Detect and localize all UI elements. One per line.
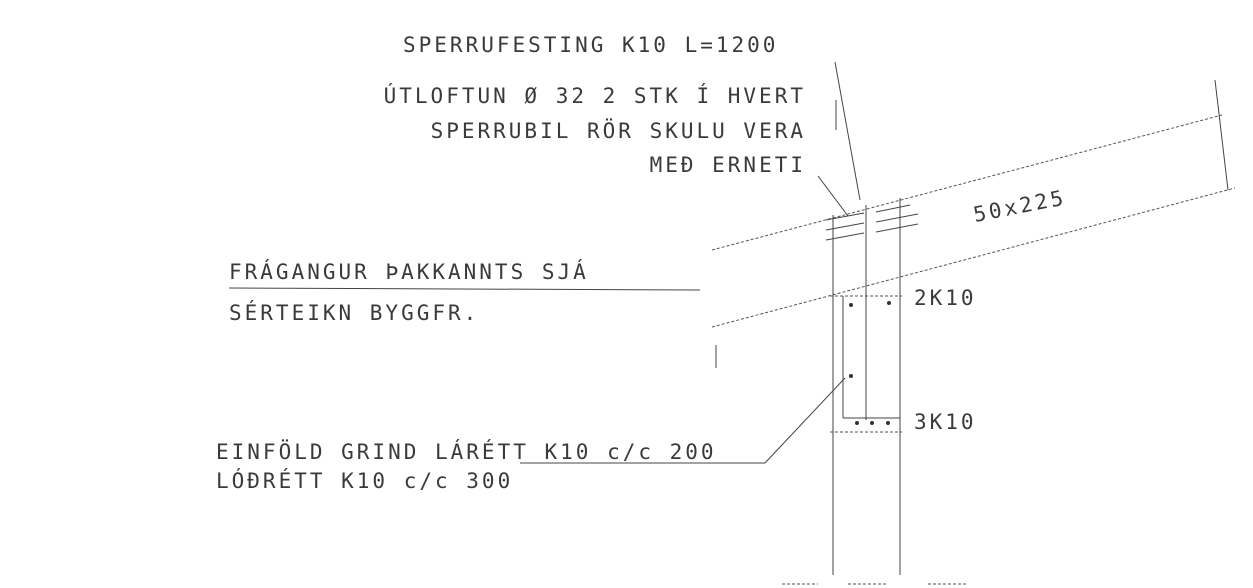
rafter-end-cut [1214,79,1229,191]
frame-label-line2: LÓÐRÉTT K10 c/c 300 [216,468,513,493]
nail-dot [849,303,853,307]
nail-dot [855,421,859,425]
rafter-fixing-label: SPERRUFESTING K10 L=1200 [403,33,778,57]
rafter-bottom-edge [711,187,1236,328]
finish-label-line1: FRÁGANGUR ÞAKKANNTS SJÁ [229,259,589,284]
hatch-4 [875,204,911,213]
hatch-5 [875,213,919,223]
ventilation-label-line3: MEÐ ERNETI [650,153,806,177]
nail-dot [887,301,891,305]
nail-dot [886,421,890,425]
nail-dot [849,374,853,378]
frame-label-line1: EINFÖLD GRIND LÁRÉTT K10 c/c 200 [216,439,717,464]
ventilation-label-line1: ÚTLOFTUN Ø 32 2 STK Í HVERT [384,83,806,108]
hatch-2 [825,222,865,231]
rafter-size-label: 50x225 [971,185,1068,226]
hatch-6 [875,223,919,233]
ventilation-label-line2: SPERRUBIL RÖR SKULU VERA [431,118,806,143]
nail-dot [870,421,874,425]
ventilation-leader [817,175,849,217]
hatch-3 [825,232,865,241]
finish-underline [228,287,701,291]
hatch-1 [825,212,865,221]
rafter-top-edge [711,114,1223,251]
fixing-leader [834,61,861,201]
nails-bottom-label: 3K10 [914,410,977,434]
nails-top-label: 2K10 [914,286,977,310]
finish-label-line2: SÉRTEIKN BYGGFR. [229,300,479,325]
frame-leader [764,377,846,464]
